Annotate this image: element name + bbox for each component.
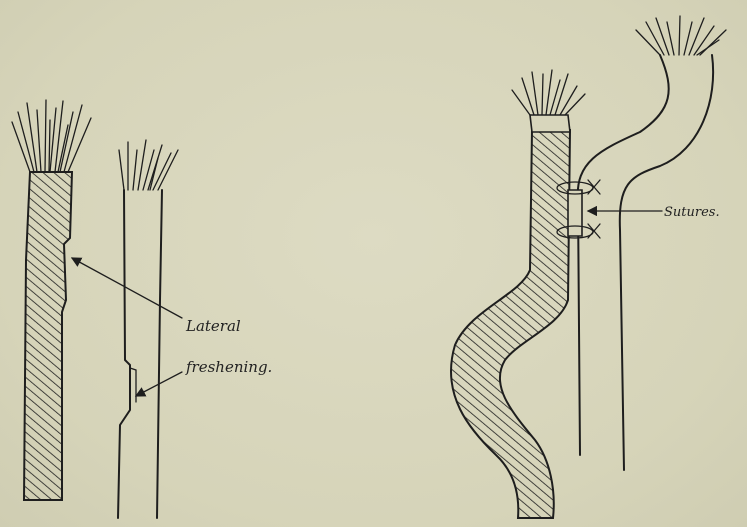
left-hatched-nerve [12,100,91,500]
right-white-nerve-outline-right [620,55,713,470]
left-hatched-nerve-body [24,172,72,500]
suture-connector [568,190,582,236]
left-white-nerve-outline-right [157,190,162,518]
lateral-freshening-annotation: Lateral freshening. [72,258,272,396]
left-white-nerve-fibres [119,140,178,190]
right-white-nerve-fibres [636,16,726,55]
lateral-arrow-upper [72,258,182,318]
sutures: Sutures. [557,180,720,238]
lateral-label-line2: freshening. [185,358,272,376]
sutures-label: Sutures. [664,205,720,220]
left-white-nerve-outline [118,190,130,518]
right-hatched-nerve-fibres [512,70,585,115]
right-hatched-nerve-cuff [530,115,570,132]
right-hatched-nerve-body [451,130,570,518]
left-white-nerve [118,140,178,518]
right-white-nerve [578,16,726,470]
lateral-label-line1: Lateral [185,317,241,335]
right-hatched-nerve [451,70,585,518]
left-hatched-nerve-fibres [12,100,91,172]
